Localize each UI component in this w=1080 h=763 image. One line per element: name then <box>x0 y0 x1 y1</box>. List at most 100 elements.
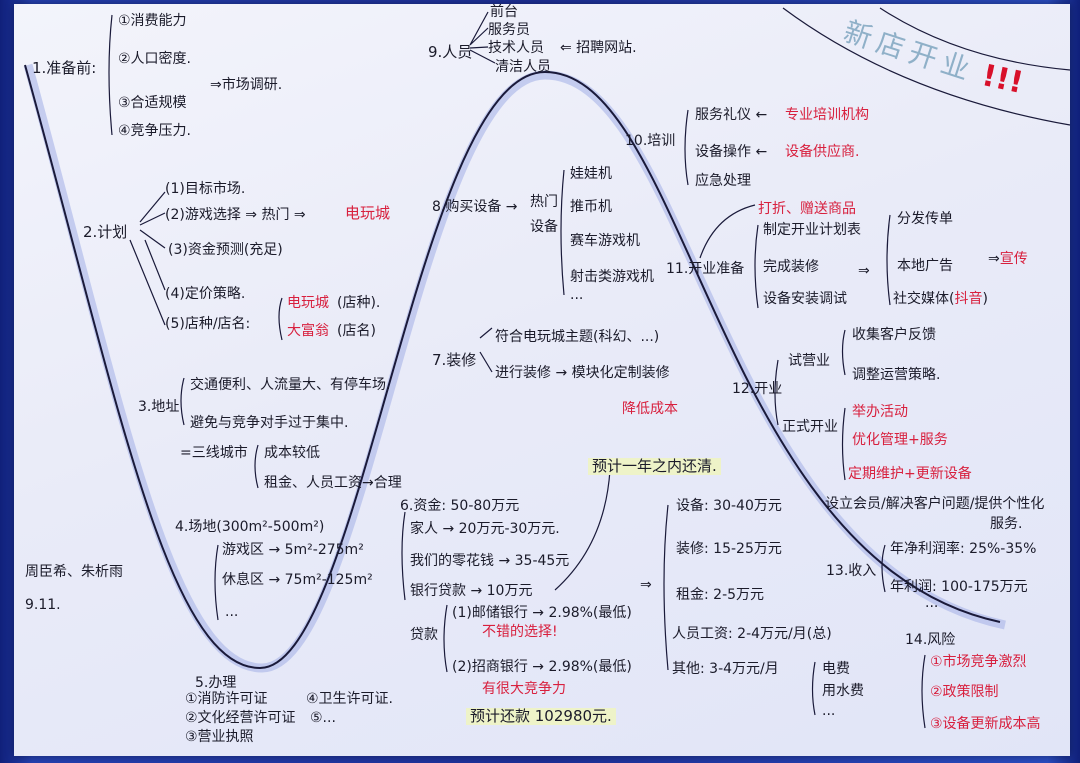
s12-item: 调整运营策略. <box>852 367 941 383</box>
s6-loan-note: 不错的选择! <box>482 624 558 640</box>
s9-item: 前台 <box>490 4 518 20</box>
s6-loan-note: 有很大竞争力 <box>482 681 566 697</box>
s9-item: 服务员 <box>488 22 530 38</box>
s6-label: 6.资金: 50-80万元 <box>400 498 520 514</box>
s12-item-red: 定期维护+更新设备 <box>848 466 972 482</box>
s13-item: 年净利润率: 25%-35% <box>890 541 1037 557</box>
cost-sub-item: 电费 <box>822 661 850 677</box>
s4-label: 4.场地(300m²-500m²) <box>175 519 325 535</box>
s8-item: ... <box>570 287 584 303</box>
s6-loan-label: 贷款 <box>410 627 438 643</box>
s4-item: ... <box>225 604 239 620</box>
s8-item: 娃娃机 <box>570 166 612 182</box>
s7-label: 7.装修 <box>432 351 477 369</box>
s5-item: ④卫生许可证. <box>306 691 394 707</box>
s8-hot: 热门 <box>530 194 558 210</box>
s3-city: =三线城市 <box>180 445 248 461</box>
s1-label: 1.准备前: <box>32 59 97 77</box>
author-names: 周臣希、朱析雨 <box>25 564 123 580</box>
mind-map-paper <box>14 4 1070 756</box>
s3-item: 租金、人员工资→合理 <box>264 475 402 491</box>
s13-item: 年利润: 100-175万元 <box>890 579 1028 595</box>
s11-arrow: ⇒ <box>858 263 870 279</box>
s2-item: (2)游戏选择 ⇒ 热门 ⇒ <box>165 207 306 223</box>
s4-item: 休息区 → 75m²-125m² <box>222 572 373 588</box>
s14-item: ②政策限制 <box>930 684 999 700</box>
s7-note: 降低成本 <box>622 401 678 417</box>
s7-item: 进行装修 → 模块化定制装修 <box>495 365 670 381</box>
s11-result: ⇒宣传 <box>988 251 1028 267</box>
s1-item: ①消费能力 <box>118 13 187 29</box>
s12-item-red: 优化管理+服务 <box>852 432 948 448</box>
s8-hot: 设备 <box>530 219 558 235</box>
branch-lines <box>108 7 1071 729</box>
s11-item: 完成装修 <box>763 259 819 275</box>
s10-source: 专业培训机构 <box>785 107 869 123</box>
store-type: 电玩城 <box>287 295 329 311</box>
s1-item: ④竞争压力. <box>118 123 192 139</box>
media-text: ) <box>982 291 988 307</box>
author-date: 9.11. <box>25 597 61 613</box>
arrow: ⇒ <box>988 251 1000 267</box>
cost-item: 装修: 15-25万元 <box>676 541 782 557</box>
s2-label: 2.计划 <box>83 223 128 241</box>
s12-label: 12.开业 <box>732 381 783 397</box>
s5-item: ⑤... <box>310 710 336 726</box>
cost-item: 人员工资: 2-4万元/月(总) <box>672 626 832 642</box>
s11-item: 设备安装调试 <box>763 291 847 307</box>
s10-item: 服务礼仪 ← <box>695 107 768 123</box>
result-text: 宣传 <box>999 251 1028 267</box>
cost-sub-item: ... <box>822 703 836 719</box>
media-text: 社交媒体( <box>893 291 955 307</box>
cost-item: 租金: 2-5万元 <box>676 587 765 603</box>
s8-item: 推币机 <box>570 199 612 215</box>
s2-item: (4)定价策略. <box>165 286 246 302</box>
s5-label: 5.办理 <box>195 675 237 691</box>
s8-item: 射击类游戏机 <box>570 269 654 285</box>
cost-item: 其他: 3-4万元/月 <box>672 661 779 677</box>
s11-media: 社交媒体(抖音) <box>893 291 988 307</box>
s11-item: 制定开业计划表 <box>763 222 861 238</box>
s13-label: 13.收入 <box>826 563 877 579</box>
store-type-note: (店种). <box>337 295 381 311</box>
cost-item: 设备: 30-40万元 <box>676 498 782 514</box>
s9-item: 技术人员 <box>488 40 544 56</box>
s1-item: ③合适规模 <box>118 95 187 111</box>
s11-media: 本地广告 <box>897 258 953 274</box>
s7-item: 符合电玩城主题(科幻、...) <box>495 329 660 345</box>
s10-label: 10.培训 <box>625 133 676 149</box>
s13-item: ... <box>925 595 939 611</box>
s12-item: 收集客户反馈 <box>852 327 936 343</box>
s6-repay: 预计还款 102980元. <box>466 708 616 725</box>
s9-label: 9.人员 <box>428 43 473 61</box>
s3-label: 3.地址 <box>138 399 180 415</box>
cost-sub-item: 用水费 <box>822 683 864 699</box>
s6-year: 预计一年之内还清. <box>588 458 721 475</box>
s3-item: 交通便利、人流量大、有停车场. <box>190 377 391 393</box>
s5-item: ③营业执照 <box>185 729 254 745</box>
s6-item: 银行贷款 → 10万元 <box>410 583 533 599</box>
s6-item: 我们的零花钱 → 35-45元 <box>410 553 570 569</box>
s12-trial: 试营业 <box>788 353 830 369</box>
s1-result: ⇒市场调研. <box>210 77 283 93</box>
s12-formal: 正式开业 <box>782 419 838 435</box>
s12-item-red: 举办活动 <box>852 404 908 420</box>
media-platform: 抖音 <box>954 291 983 307</box>
s12-service: 设立会员/解决客户问题/提供个性化 <box>825 496 1045 512</box>
s2-item: (1)目标市场. <box>165 181 246 197</box>
store-name-note: (店名) <box>337 323 376 339</box>
s11-promo: 打折、赠送商品 <box>758 201 856 217</box>
s14-label: 14.风险 <box>905 632 956 648</box>
s12-service: 服务. <box>990 516 1023 532</box>
s9-item: 清洁人员 <box>495 59 551 75</box>
s6-loan-item: (2)招商银行 → 2.98%(最低) <box>452 659 632 675</box>
s2-item: (3)资金预测(充足) <box>168 242 283 258</box>
s8-label: 8.购买设备 → <box>432 199 518 215</box>
s9-source: ⇐ 招聘网站. <box>560 40 637 56</box>
s14-item: ③设备更新成本高 <box>930 716 1041 732</box>
s1-item: ②人口密度. <box>118 51 192 67</box>
s2-item: (5)店种/店名: <box>165 316 251 332</box>
s3-item: 避免与竞争对手过于集中. <box>190 415 349 431</box>
s5-item: ②文化经营许可证 <box>185 710 296 726</box>
